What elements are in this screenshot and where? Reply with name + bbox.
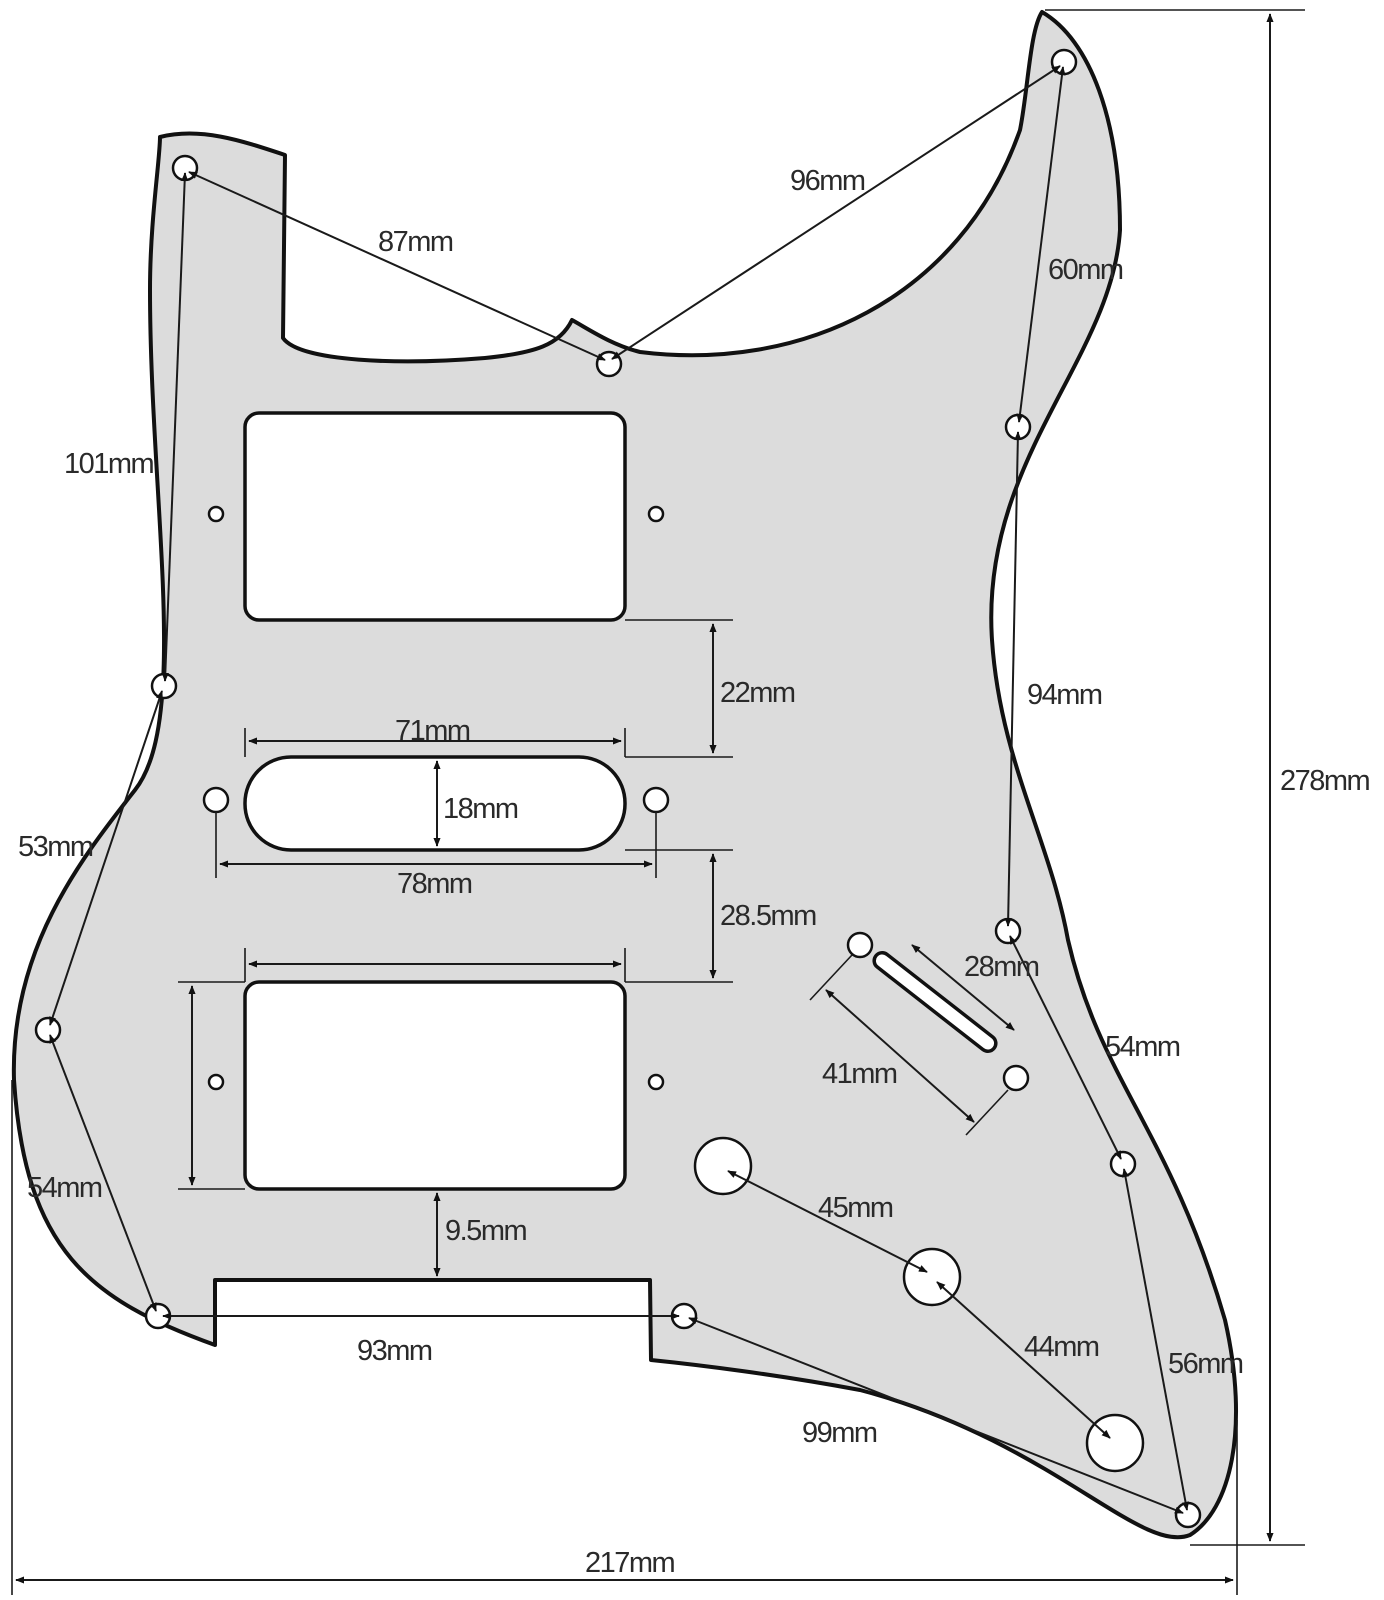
- left-lower-line: [49, 1034, 157, 1312]
- knob1-knob2-line: [727, 1170, 928, 1273]
- ext-line-switch-a: [809, 954, 853, 1001]
- top-horn-diagonal-line: [611, 65, 1061, 360]
- ext-line-switch-b: [965, 1089, 1009, 1136]
- left-mid-label: 53mm: [18, 831, 93, 863]
- pickguard-body: [11, 10, 1239, 1540]
- bottom-right-diagonal-line: [688, 1317, 1184, 1514]
- switch-screw-hole-upper: [846, 931, 874, 959]
- upper-horn-diagonal-line: [188, 171, 606, 361]
- neck-pickup-screw-hole-right: [647, 505, 665, 523]
- left-lower-label: 54mm: [27, 1172, 102, 1204]
- right-top-vertical-line: [1016, 66, 1066, 423]
- knob2-knob3-label: 44mm: [1024, 1331, 1099, 1363]
- knob1-knob2-label: 45mm: [818, 1192, 893, 1224]
- right-mid-vertical-label: 94mm: [1027, 679, 1102, 711]
- overall-height-label: 278mm: [1280, 765, 1370, 797]
- single-coil-screws-label: 78mm: [397, 868, 472, 900]
- single-coil-screw-hole-right: [642, 786, 670, 814]
- right-top-vertical-label: 60mm: [1048, 254, 1123, 286]
- switch-screws-line: [825, 989, 975, 1123]
- mount-hole-left-mid: [34, 1016, 62, 1044]
- bottom-horizontal-label: 93mm: [357, 1335, 432, 1367]
- switch-screw-hole-lower: [1002, 1064, 1030, 1092]
- left-upper-vertical-label: 101mm: [64, 448, 154, 480]
- switch-slot-label: 28mm: [964, 951, 1039, 983]
- gap-bottom-label: 9.5mm: [445, 1215, 526, 1247]
- overall-width-label: 217mm: [585, 1547, 675, 1579]
- gap-mid-label: 28.5mm: [720, 900, 816, 932]
- bridge-humbucker-cutout: [243, 980, 627, 1191]
- left-upper-vertical-line: [161, 172, 189, 682]
- left-mid-line: [49, 690, 163, 1026]
- tone-knob-hole-2: [1085, 1413, 1145, 1473]
- single-coil-width-label: 71mm: [395, 715, 470, 747]
- single-coil-height-label: 18mm: [443, 793, 518, 825]
- switch-slot-line: [911, 944, 1015, 1031]
- right-bottom-label: 56mm: [1168, 1348, 1243, 1380]
- knob2-knob3-line: [936, 1281, 1111, 1439]
- right-mid-vertical-line: [1004, 431, 1022, 927]
- tone-knob-hole-1: [902, 1247, 962, 1307]
- neck-pickup-screw-hole-left: [207, 505, 225, 523]
- top-horn-diagonal-label: 96mm: [790, 165, 865, 197]
- gap-top-label: 22mm: [720, 677, 795, 709]
- upper-horn-diagonal-label: 87mm: [378, 226, 453, 258]
- mount-hole-right-bottom: [1174, 1501, 1202, 1529]
- right-lower-label: 54mm: [1105, 1031, 1180, 1063]
- mount-hole-top-right-horn: [1050, 48, 1078, 76]
- neck-humbucker-cutout: [243, 411, 627, 622]
- switch-screws-label: 41mm: [822, 1058, 897, 1090]
- middle-single-coil-cutout: [243, 755, 627, 852]
- bottom-right-diagonal-label: 99mm: [802, 1417, 877, 1449]
- bridge-pickup-screw-hole-left: [207, 1073, 225, 1091]
- mount-hole-right-lower: [1109, 1150, 1137, 1178]
- mount-hole-left-upper: [150, 672, 178, 700]
- single-coil-screw-hole-left: [202, 786, 230, 814]
- bridge-pickup-screw-hole-right: [647, 1073, 665, 1091]
- volume-knob-hole: [693, 1136, 753, 1196]
- right-lower-line: [1009, 935, 1122, 1160]
- right-bottom-line: [1121, 1168, 1190, 1511]
